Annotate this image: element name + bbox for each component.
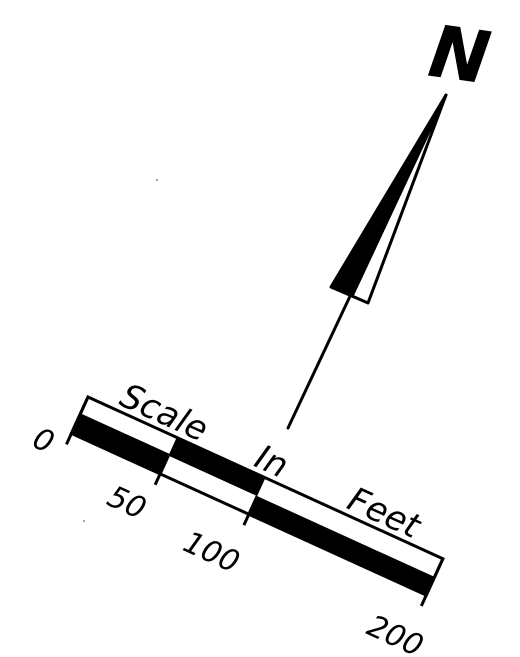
paper-speck — [156, 179, 158, 181]
scale-tick-label-100: 100 — [178, 525, 245, 581]
scale-tick-0 — [65, 396, 90, 445]
scale-tick-200 — [419, 558, 445, 607]
scale-tick-label-0: 0 — [27, 421, 59, 461]
scale-bar: Scale In Feet 0 50 100 200 — [27, 376, 445, 657]
scale-tick-50 — [153, 455, 170, 486]
scale-tick-label-200: 200 — [362, 609, 429, 657]
paper-speck — [83, 520, 85, 522]
scale-segment-100-200 — [248, 496, 435, 596]
north-letter: N — [424, 9, 495, 101]
north-arrow-shaft — [286, 290, 354, 430]
scale-tick-label-50: 50 — [102, 479, 151, 527]
scale-tick-100 — [242, 495, 259, 526]
scale-segment-0-50 — [71, 413, 170, 474]
north-arrow: N — [286, 9, 495, 430]
north-arrow-head-black — [329, 93, 448, 298]
scale-segment-50-100 — [168, 437, 266, 497]
